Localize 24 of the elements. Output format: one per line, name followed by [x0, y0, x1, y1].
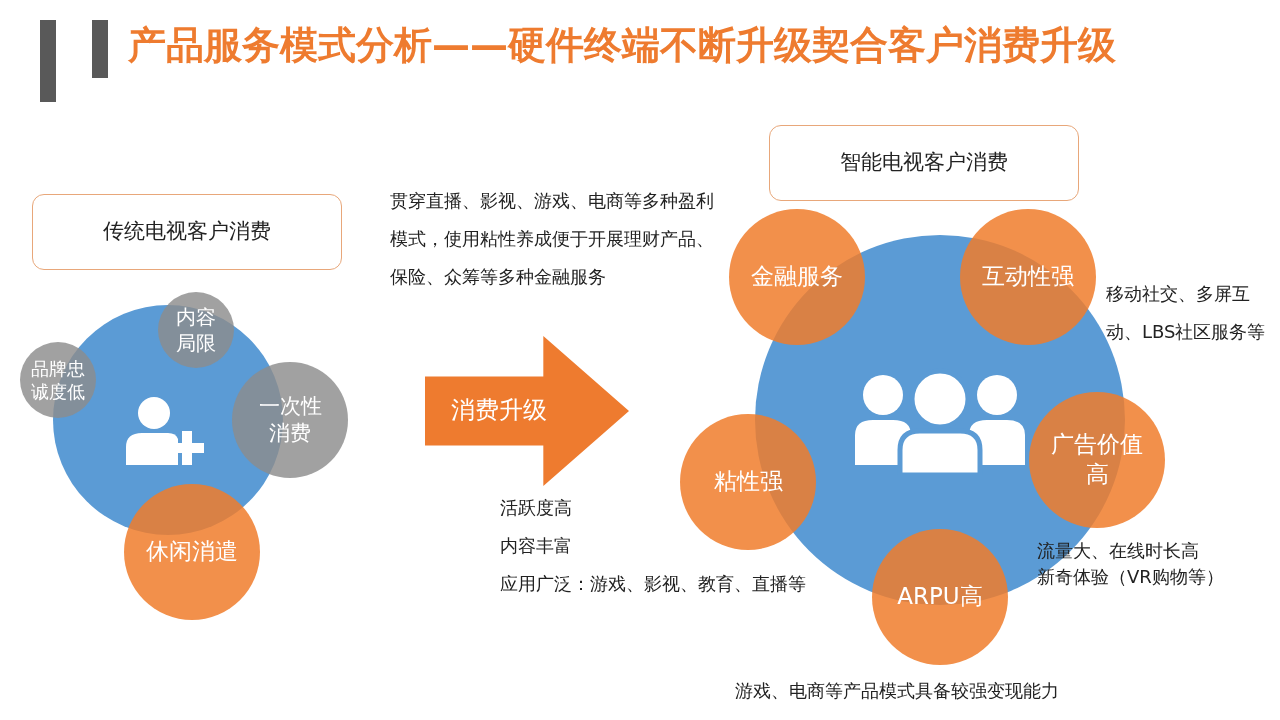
note-text: 移动社交、多屏互动、LBS社区服务等 — [1106, 282, 1266, 344]
note-text: 贯穿直播、影视、游戏、电商等多种盈利模式，使用粘性养成便于开展理财产品、保险、众筹等多种金融服务 — [390, 189, 715, 289]
note-text: 活跃度高 — [500, 496, 572, 520]
note-text: 新奇体验（VR购物等） — [1037, 565, 1225, 589]
title: 产品服务模式分析——硬件终端不断升级契合客户消费升级 — [128, 22, 1116, 69]
circle-label: 休闲消遣 — [146, 537, 238, 567]
header-box — [769, 125, 1079, 201]
header-text: 智能电视客户消费 — [840, 149, 1008, 177]
circle-label: 内容局限 — [175, 304, 217, 356]
note-text: 应用广泛：游戏、影视、教育、直播等 — [500, 572, 806, 596]
note-text: 游戏、电商等产品模式具备较强变现能力 — [735, 679, 1060, 703]
header-box — [32, 194, 342, 270]
circle-label: 互动性强 — [982, 262, 1074, 292]
circle-label: 品牌忠诚度低 — [30, 356, 86, 404]
circle-label: 金融服务 — [751, 262, 843, 292]
arrow-label: 消费升级 — [451, 395, 547, 427]
header-text: 传统电视客户消费 — [103, 218, 271, 246]
note-text: 内容丰富 — [500, 534, 572, 558]
note-text: 流量大、在线时长高 — [1037, 539, 1200, 563]
circle-label: 广告价值高 — [1051, 430, 1143, 489]
circle-label: ARPU高 — [897, 582, 983, 612]
circle-label: 一次性消费 — [257, 392, 323, 447]
circle-label: 粘性强 — [713, 467, 783, 497]
block-arrow — [425, 336, 629, 486]
